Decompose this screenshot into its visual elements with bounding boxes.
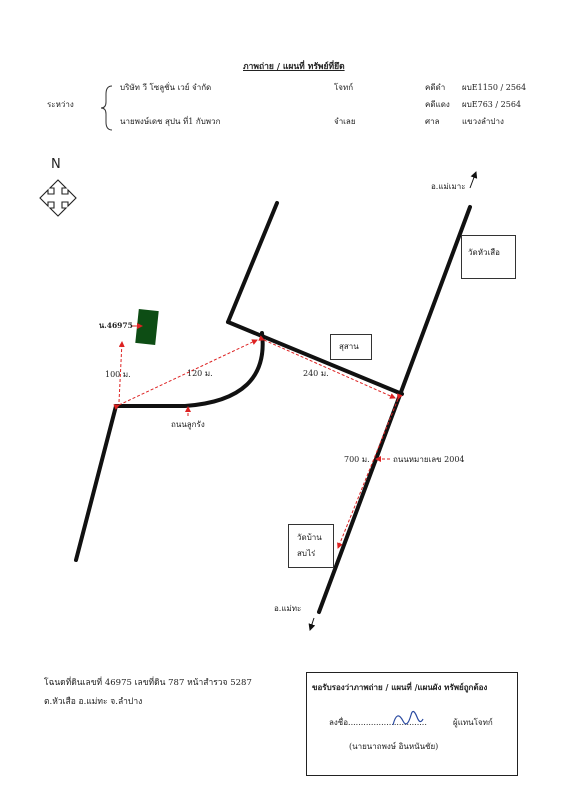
compass-icon [39,179,77,217]
road-loukrang [74,331,265,562]
to-maetha-label: อ.แม่ทะ [274,604,302,613]
defendant-name: นายพงษ์เดช สุปน ที่1 กับพวก [120,117,221,126]
wat-huasuea-box: วัดหัวเสือ [461,235,516,279]
plaintiff-role: โจทก์ [334,83,354,92]
court-label: ศาล [425,117,440,126]
black-case-number: ผบE1150 / 2564 [462,83,527,92]
court-name: แขวงลำปาง [462,117,504,126]
arrow-to-maetha [308,617,316,631]
distance-label-700: 700 ม. [344,455,370,464]
land-parcel [135,309,159,345]
between-label: ระหว่าง [47,100,74,109]
cemetery-box: สุสาน [330,334,372,360]
signer-name: (นายนาถพงษ์ อินหนันชัย) [349,742,439,751]
wat-bansobhai-label-2: สบไร่ [297,549,316,558]
north-label: N [51,157,61,172]
wat-huasuea-label: วัดหัวเสือ [468,248,500,257]
distance-line-700 [337,393,403,549]
signer-role: ผู้แทนโจทก์ [453,718,493,727]
arrow-to-maemoh [469,171,478,189]
signature-line: ลงชื่อ............................... [329,718,427,727]
distance-label-240: 240 ม. [303,369,329,378]
plaintiff-name: บริษัท วี โซลูชั่น เวย์ จำกัด [120,83,212,92]
parcel-label: น.46975 [99,321,133,330]
to-maemoh-label: อ.แม่เมาะ [431,182,466,191]
road-north-spur [226,201,279,324]
certification-box: ขอรับรองว่าภาพถ่าย / แผนที่ /แผนผัง ทรัพ… [306,672,518,776]
distance-line-120 [113,339,258,410]
red-case-label: คดีแดง [425,100,450,109]
wat-bansobhai-label-1: วัดบ้าน [297,533,322,542]
distance-lines [113,335,403,549]
defendant-role: จำเลย [334,117,356,126]
red-case-number: ผบE763 / 2564 [462,100,522,109]
road-2004 [317,205,472,614]
black-case-label: คดีดำ [425,83,446,92]
signature-scribble [392,710,424,726]
distance-label-120: 120 ม. [187,369,213,378]
road-loukrang-label: ถนนลูกรัง [171,420,205,429]
certification-heading: ขอรับรองว่าภาพถ่าย / แผนที่ /แผนผัง ทรัพ… [312,682,488,692]
location-line: ต.หัวเสือ อ.แม่ทะ จ.ลำปาง [44,697,143,707]
road-2004-label: ถนนหมายเลข 2004 [393,455,465,464]
deed-line: โฉนดที่ดินเลขที่ 46975 เลขที่ดิน 787 หน้… [44,678,252,688]
brace [100,85,113,131]
map-title: ภาพถ่าย / แผนที่ ทรัพย์ที่ยึด [243,62,345,72]
road-cemetery [226,320,404,396]
roads [74,201,472,614]
wat-bansobhai-box: วัดบ้าน สบไร่ [288,524,334,568]
distance-line-240 [258,335,396,399]
cemetery-label: สุสาน [339,342,359,351]
distance-label-100: 100 ม. [105,370,131,379]
